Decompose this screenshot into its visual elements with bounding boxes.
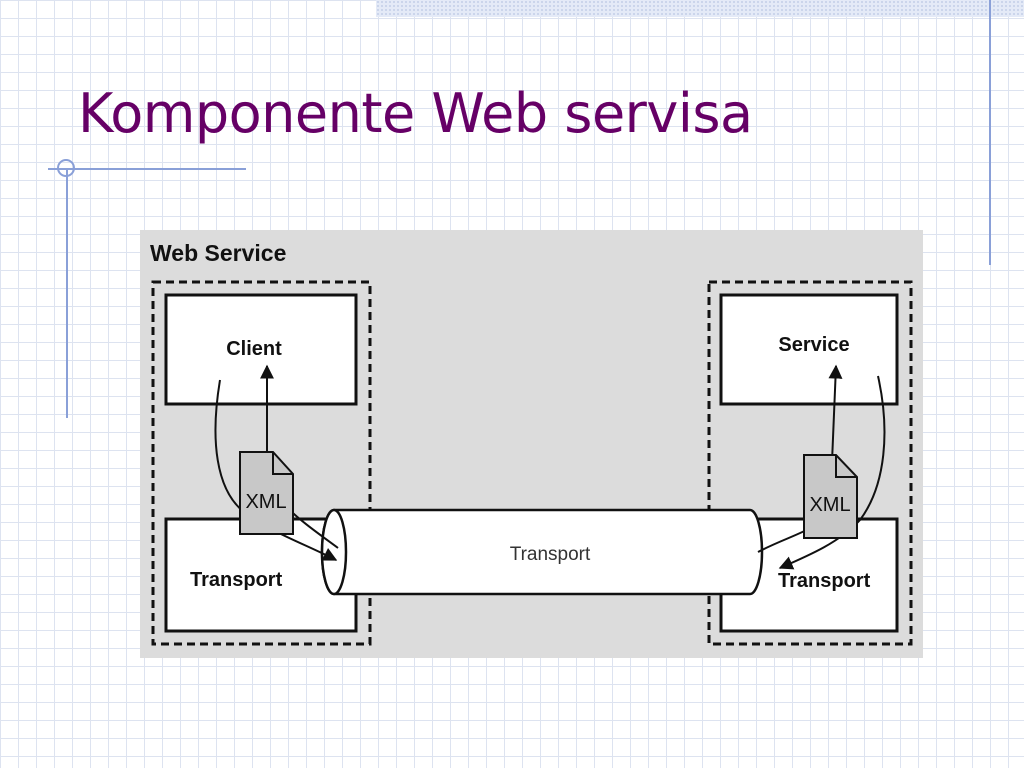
service-xml-label: XML xyxy=(809,494,850,516)
client-transport-label: Transport xyxy=(190,569,283,591)
client-box xyxy=(164,293,358,406)
left-accent-line xyxy=(66,170,68,418)
client-label: Client xyxy=(226,338,282,360)
service-box xyxy=(719,293,899,406)
web-service-diagram: Web Service Client Transport Service Tra… xyxy=(140,230,923,658)
client-xml-document-icon xyxy=(239,451,294,535)
service-outbound-arrow xyxy=(778,375,886,570)
service-transport-label: Transport xyxy=(778,570,871,592)
transport-pipe-label: Transport xyxy=(510,544,591,565)
diagram-heading: Web Service xyxy=(150,240,286,266)
client-side-boundary xyxy=(151,280,372,646)
right-accent-line xyxy=(989,0,991,265)
service-label: Service xyxy=(778,334,849,356)
header-band-decoration xyxy=(376,0,1024,17)
service-side-boundary xyxy=(707,280,913,646)
client-xml-label: XML xyxy=(245,491,286,513)
service-xml-document-icon xyxy=(803,454,858,539)
title-underline xyxy=(48,168,246,170)
transport-pipe-end xyxy=(320,508,348,596)
web-service-diagram-svg: Web Service Client Transport Service Tra… xyxy=(140,230,923,658)
accent-circle-icon xyxy=(57,159,75,177)
slide-title: Komponente Web servisa xyxy=(78,82,753,145)
